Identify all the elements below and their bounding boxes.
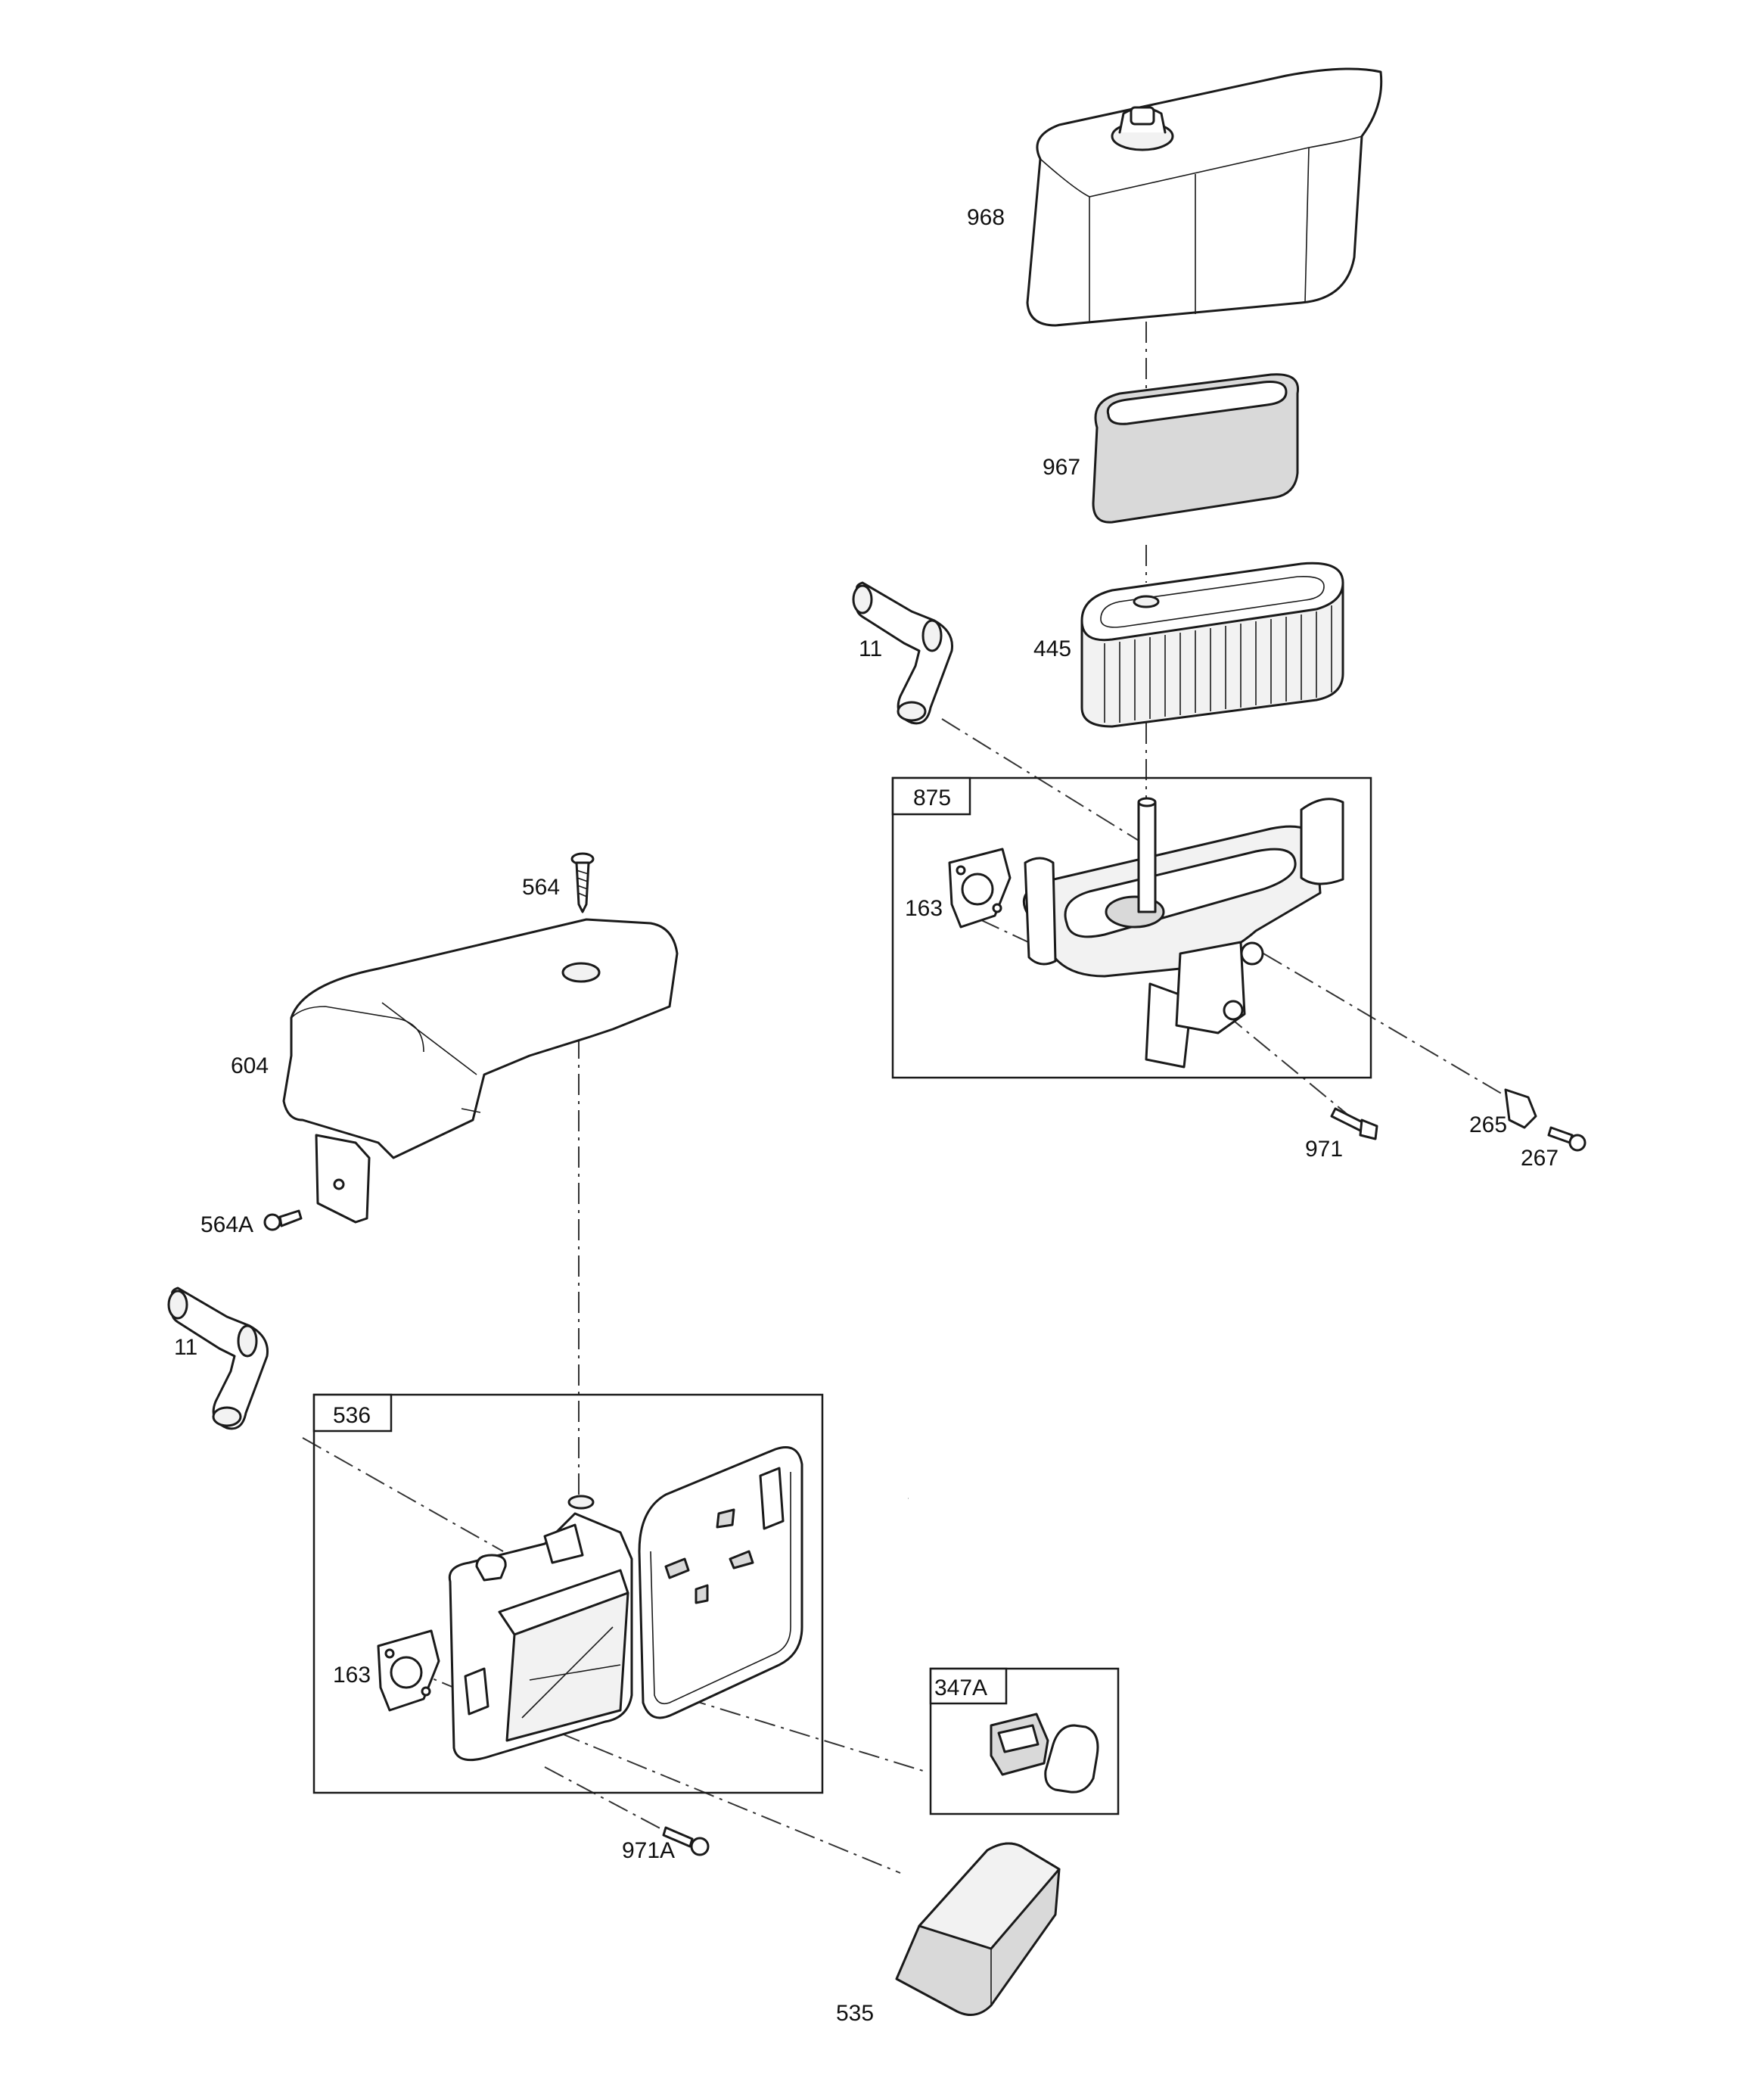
callout-163-top: 163 — [905, 896, 943, 921]
pre-cleaner-block-part[interactable] — [895, 1842, 1061, 2016]
pre-cleaner-part[interactable] — [1092, 373, 1300, 524]
switch-kit-box — [929, 1667, 1120, 1815]
callout-564A: 564A — [200, 1212, 253, 1237]
upper-cover-part[interactable] — [282, 918, 679, 1224]
callout-labels: 968 967 445 11 875 163 971 265 267 564 6… — [174, 205, 1559, 2026]
housing-assembly-box — [312, 1393, 824, 1794]
base-assembly-tag — [891, 776, 971, 816]
air-cleaner-housing-part[interactable] — [448, 1446, 803, 1762]
air-cleaner-cover-part[interactable] — [1026, 67, 1383, 327]
bolt-971A-part[interactable] — [662, 1826, 710, 1856]
switch-kit-group — [929, 1667, 1120, 1815]
base-assembly-box — [891, 776, 1372, 1079]
breather-tube-top-part[interactable] — [852, 581, 954, 725]
switch-kit-tag — [929, 1667, 1008, 1705]
air-filter-cartridge-part[interactable] — [1080, 562, 1344, 728]
clip-265-part[interactable] — [1504, 1088, 1537, 1129]
callout-535: 535 — [836, 2001, 874, 2026]
callout-564: 564 — [522, 875, 560, 900]
callout-967: 967 — [1043, 455, 1080, 480]
base-assembly-group — [891, 776, 1372, 1079]
callout-267: 267 — [1521, 1146, 1559, 1171]
callout-163-bottom: 163 — [333, 1663, 371, 1688]
callout-265: 265 — [1469, 1112, 1507, 1137]
gasket-top-part[interactable] — [948, 848, 1012, 929]
screw-267-part[interactable] — [1547, 1126, 1587, 1152]
callout-971A: 971A — [622, 1838, 675, 1863]
air-cleaner-base-part[interactable] — [1022, 797, 1344, 1069]
callout-347A: 347A — [934, 1675, 987, 1700]
callout-445: 445 — [1033, 636, 1071, 661]
screw-564-part[interactable] — [570, 852, 595, 913]
gasket-bottom-part[interactable] — [377, 1629, 440, 1712]
callout-536: 536 — [333, 1403, 371, 1428]
callout-11-top: 11 — [859, 636, 882, 661]
callout-604: 604 — [231, 1053, 269, 1078]
breather-tube-bottom-part[interactable] — [167, 1286, 269, 1430]
callout-875: 875 — [913, 786, 951, 810]
switch-part[interactable] — [990, 1713, 1099, 1794]
callout-11-bottom: 11 — [174, 1335, 197, 1360]
bolt-971-part[interactable] — [1330, 1107, 1378, 1140]
screw-564A-part[interactable] — [263, 1209, 303, 1231]
housing-assembly-group — [312, 1393, 824, 1794]
callout-971: 971 — [1305, 1137, 1343, 1162]
housing-assembly-tag — [312, 1393, 393, 1433]
callout-968: 968 — [967, 205, 1005, 230]
